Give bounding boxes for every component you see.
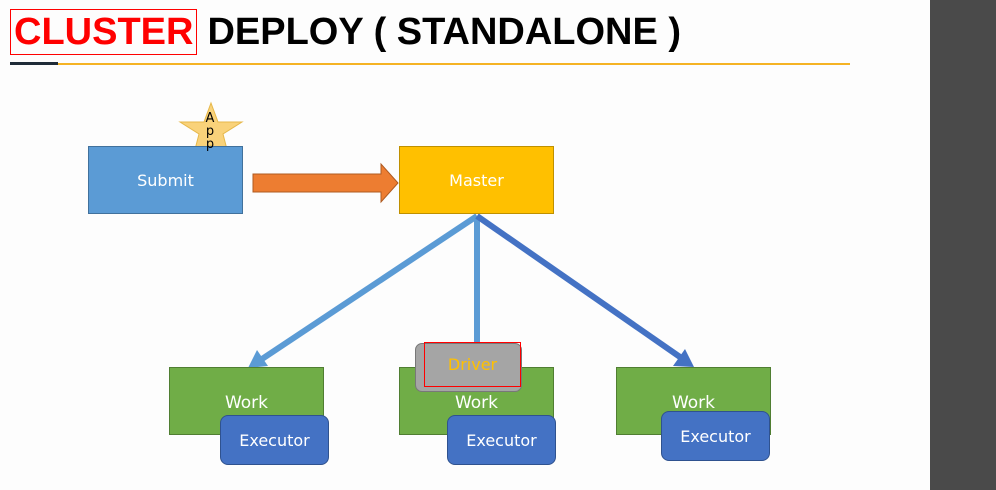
submit-box: Submit (88, 146, 243, 214)
driver-highlight: Driver (424, 342, 521, 387)
executor-box-2: Executor (447, 415, 556, 465)
title-highlight: CLUSTER (10, 9, 198, 55)
executor-label: Executor (466, 430, 537, 450)
app-star-label: A p p (203, 112, 217, 151)
app-letter: A (205, 111, 215, 126)
title-underline-accent (58, 63, 850, 65)
driver-label: Driver (447, 355, 498, 374)
slide: CLUSTER DEPLOY ( STANDALONE ) Submit A p… (10, 8, 850, 465)
app-letter: p (205, 124, 215, 139)
master-box: Master (399, 146, 554, 214)
driver-box (415, 343, 522, 392)
worker-label: Work (224, 393, 269, 413)
submit-to-master-arrow (252, 162, 399, 204)
executor-label: Executor (239, 430, 310, 450)
master-label: Master (449, 170, 504, 190)
slide-title: CLUSTER DEPLOY ( STANDALONE ) (10, 8, 681, 56)
submit-label: Submit (137, 170, 194, 190)
title-underline-dark (10, 62, 58, 65)
master-to-worker-3-arrow (475, 213, 694, 367)
executor-box-3: Executor (661, 411, 770, 461)
side-panel (930, 0, 996, 490)
app-letter: p (205, 137, 215, 152)
worker-label: Work (671, 393, 716, 413)
worker-label: Work (454, 393, 499, 413)
executor-label: Executor (680, 426, 751, 446)
title-text: DEPLOY ( STANDALONE ) (207, 11, 682, 53)
executor-box-1: Executor (220, 415, 329, 465)
master-to-worker-1-arrow (248, 213, 479, 368)
